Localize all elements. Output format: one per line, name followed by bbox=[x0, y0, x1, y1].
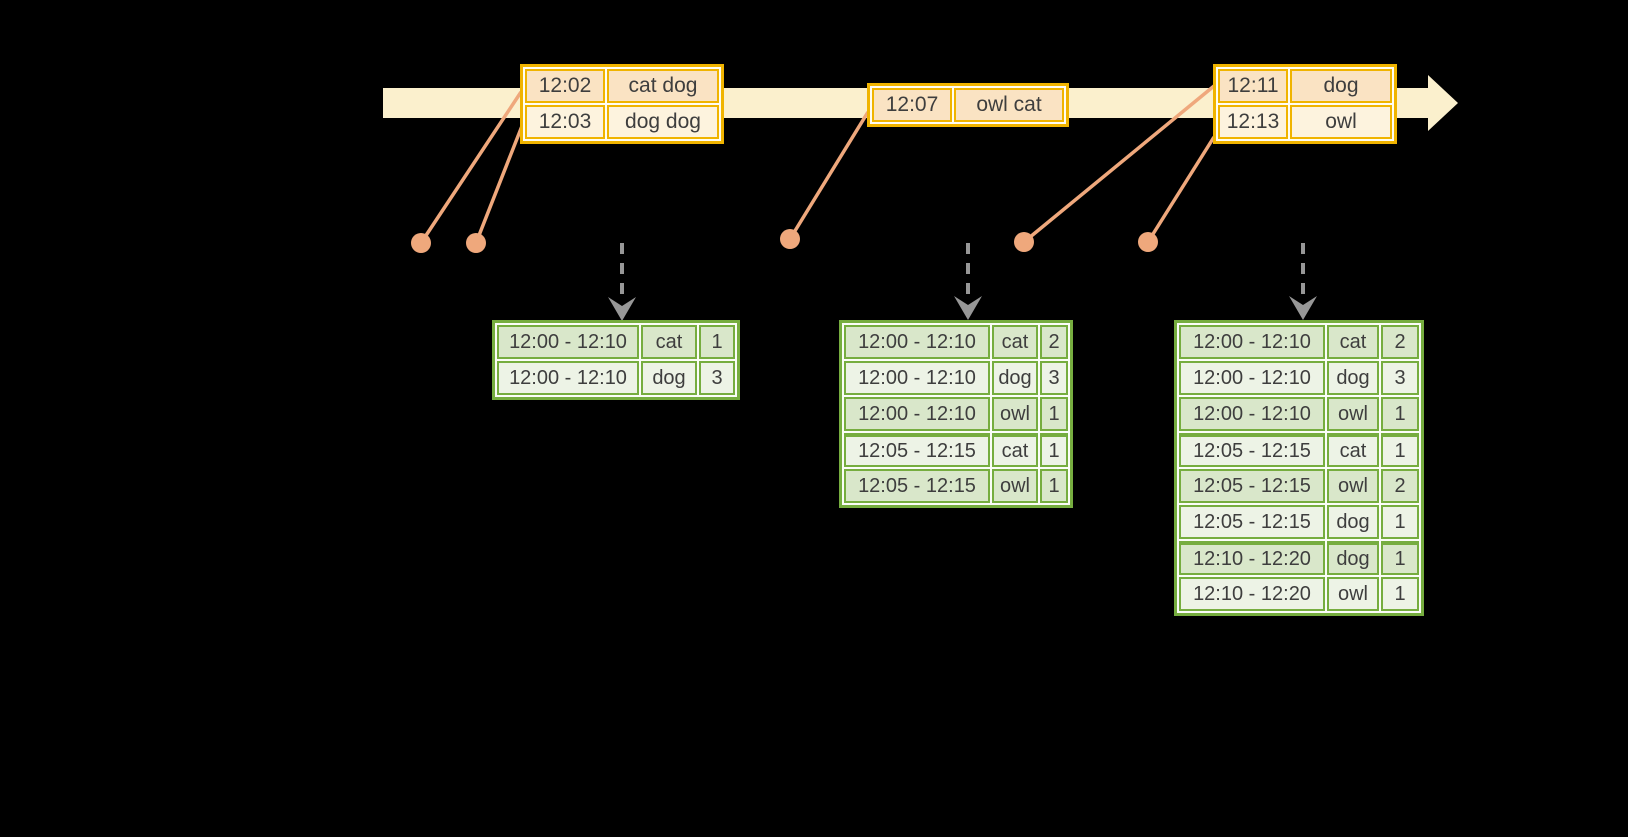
count-cell: 1 bbox=[1381, 541, 1419, 575]
count-cell: 2 bbox=[1040, 325, 1068, 359]
count-cell: 1 bbox=[1040, 433, 1068, 467]
window-cell: 12:05 - 12:15 bbox=[1179, 505, 1325, 539]
word-cell: cat bbox=[1327, 325, 1379, 359]
trigger-arrowhead-icon bbox=[954, 296, 982, 320]
word-cell: dog bbox=[1327, 505, 1379, 539]
event-words-cell: owl cat bbox=[954, 88, 1064, 122]
event-time-cell: 12:02 bbox=[525, 69, 605, 103]
word-cell: cat bbox=[641, 325, 697, 359]
window-cell: 12:10 - 12:20 bbox=[1179, 577, 1325, 611]
event-time-cell: 12:13 bbox=[1218, 105, 1288, 139]
count-cell: 1 bbox=[699, 325, 735, 359]
window-cell: 12:00 - 12:10 bbox=[844, 361, 990, 395]
event-words-cell: dog bbox=[1290, 69, 1392, 103]
count-cell: 3 bbox=[1381, 361, 1419, 395]
event-time-cell: 12:11 bbox=[1218, 69, 1288, 103]
window-cell: 12:05 - 12:15 bbox=[1179, 469, 1325, 503]
window-cell: 12:00 - 12:10 bbox=[497, 361, 639, 395]
count-cell: 3 bbox=[699, 361, 735, 395]
word-cell: cat bbox=[992, 325, 1038, 359]
word-cell: dog bbox=[1327, 541, 1379, 575]
window-cell: 12:00 - 12:10 bbox=[497, 325, 639, 359]
window-cell: 12:00 - 12:10 bbox=[1179, 397, 1325, 431]
word-cell: cat bbox=[992, 433, 1038, 467]
word-cell: dog bbox=[992, 361, 1038, 395]
word-cell: owl bbox=[1327, 397, 1379, 431]
count-cell: 3 bbox=[1040, 361, 1068, 395]
window-cell: 12:00 - 12:10 bbox=[1179, 361, 1325, 395]
event-time-cell: 12:07 bbox=[872, 88, 952, 122]
window-cell: 12:00 - 12:10 bbox=[844, 397, 990, 431]
count-cell: 1 bbox=[1381, 397, 1419, 431]
event-dot-icon bbox=[1014, 232, 1034, 252]
word-cell: dog bbox=[1327, 361, 1379, 395]
window-cell: 12:00 - 12:10 bbox=[1179, 325, 1325, 359]
event-connector-line bbox=[788, 111, 870, 240]
window-cell: 12:00 - 12:10 bbox=[844, 325, 990, 359]
event-words-cell: owl bbox=[1290, 105, 1392, 139]
event-dot-icon bbox=[411, 233, 431, 253]
word-cell: owl bbox=[992, 469, 1038, 503]
word-cell: owl bbox=[1327, 469, 1379, 503]
window-cell: 12:05 - 12:15 bbox=[844, 469, 990, 503]
count-cell: 2 bbox=[1381, 469, 1419, 503]
word-cell: dog bbox=[641, 361, 697, 395]
event-time-cell: 12:03 bbox=[525, 105, 605, 139]
event-words-cell: dog dog bbox=[607, 105, 719, 139]
timeline-arrowhead-icon bbox=[1428, 75, 1458, 131]
window-cell: 12:05 - 12:15 bbox=[844, 433, 990, 467]
event-connector-line bbox=[1022, 84, 1216, 244]
count-cell: 1 bbox=[1381, 433, 1419, 467]
word-cell: cat bbox=[1327, 433, 1379, 467]
event-dot-icon bbox=[466, 233, 486, 253]
word-cell: owl bbox=[1327, 577, 1379, 611]
count-cell: 1 bbox=[1381, 505, 1419, 539]
count-cell: 1 bbox=[1040, 397, 1068, 431]
word-cell: owl bbox=[992, 397, 1038, 431]
event-dot-icon bbox=[780, 229, 800, 249]
event-connector-line bbox=[1146, 136, 1216, 243]
trigger-arrowhead-icon bbox=[1289, 296, 1317, 320]
window-cell: 12:05 - 12:15 bbox=[1179, 433, 1325, 467]
count-cell: 1 bbox=[1040, 469, 1068, 503]
count-cell: 2 bbox=[1381, 325, 1419, 359]
event-connector-line bbox=[474, 125, 524, 244]
event-words-cell: cat dog bbox=[607, 69, 719, 103]
event-connector-line bbox=[419, 91, 523, 244]
window-cell: 12:10 - 12:20 bbox=[1179, 541, 1325, 575]
trigger-arrowhead-icon bbox=[608, 297, 636, 321]
event-dot-icon bbox=[1138, 232, 1158, 252]
count-cell: 1 bbox=[1381, 577, 1419, 611]
